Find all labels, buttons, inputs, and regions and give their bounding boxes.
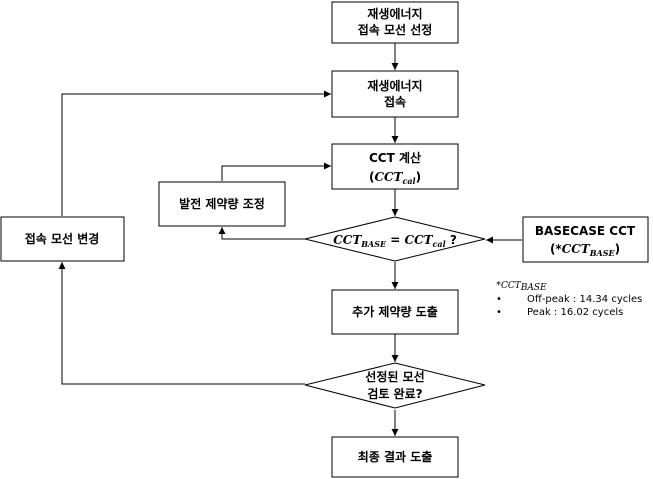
arrow-review-to-change — [58, 262, 305, 385]
arrow-change-to-connect — [61, 90, 331, 216]
arrow-adjust-to-cct — [221, 162, 331, 181]
node-cct-calc: CCT 계산 (CCTcal) — [331, 143, 459, 190]
note-bullet-1-symbol: • — [496, 294, 502, 305]
basecase-note: *CCTBASE • Off-peak : 14.34 cycles • Pea… — [496, 280, 642, 318]
connect-line2: 접속 — [384, 95, 406, 109]
final-label: 최종 결과 도출 — [358, 449, 433, 464]
cct-calc-line1: CCT 계산 — [369, 150, 421, 165]
node-final: 최종 결과 도출 — [331, 436, 459, 478]
compare-formula: CCTBASE = CCTcal ? — [333, 233, 457, 249]
node-change-bus: 접속 모선 변경 — [0, 216, 125, 262]
arrow-compare-to-adjust — [218, 227, 305, 240]
select-bus-line1: 재생에너지 — [367, 6, 422, 21]
basecase-line1: BASECASE CCT — [535, 224, 636, 238]
note-bullet-2-symbol: • — [496, 307, 502, 318]
node-connect: 재생에너지 접속 — [331, 70, 459, 118]
review-line2: 검토 완료? — [367, 386, 422, 401]
node-derive-extra: 추가 제약량 도출 — [331, 289, 459, 335]
cct-calc-formula: (CCTcal) — [369, 170, 421, 186]
select-bus-line2: 접속 모선 선정 — [358, 22, 433, 37]
connect-line1: 재생에너지 — [367, 78, 422, 93]
basecase-line2: (*CCTBASE) — [550, 242, 620, 258]
note-title: *CCTBASE — [496, 280, 547, 293]
adjust-label: 발전 제약량 조정 — [179, 196, 265, 211]
note-bullet-2-text: Peak : 16.02 cycels — [527, 307, 623, 318]
note-bullet-1-text: Off-peak : 14.34 cycles — [527, 294, 642, 305]
node-basecase: BASECASE CCT (*CCTBASE) — [522, 216, 649, 263]
node-adjust: 발전 제약량 조정 — [158, 181, 286, 227]
node-compare-diamond: CCTBASE = CCTcal ? — [304, 216, 486, 262]
change-bus-label: 접속 모선 변경 — [25, 231, 100, 246]
review-line1: 선정된 모선 — [365, 369, 424, 384]
connectors — [58, 43, 522, 436]
node-review-diamond: 선정된 모선 검토 완료? — [304, 362, 486, 409]
derive-extra-label: 추가 제약량 도출 — [352, 304, 438, 319]
node-select-bus: 재생에너지 접속 모선 선정 — [331, 1, 459, 44]
